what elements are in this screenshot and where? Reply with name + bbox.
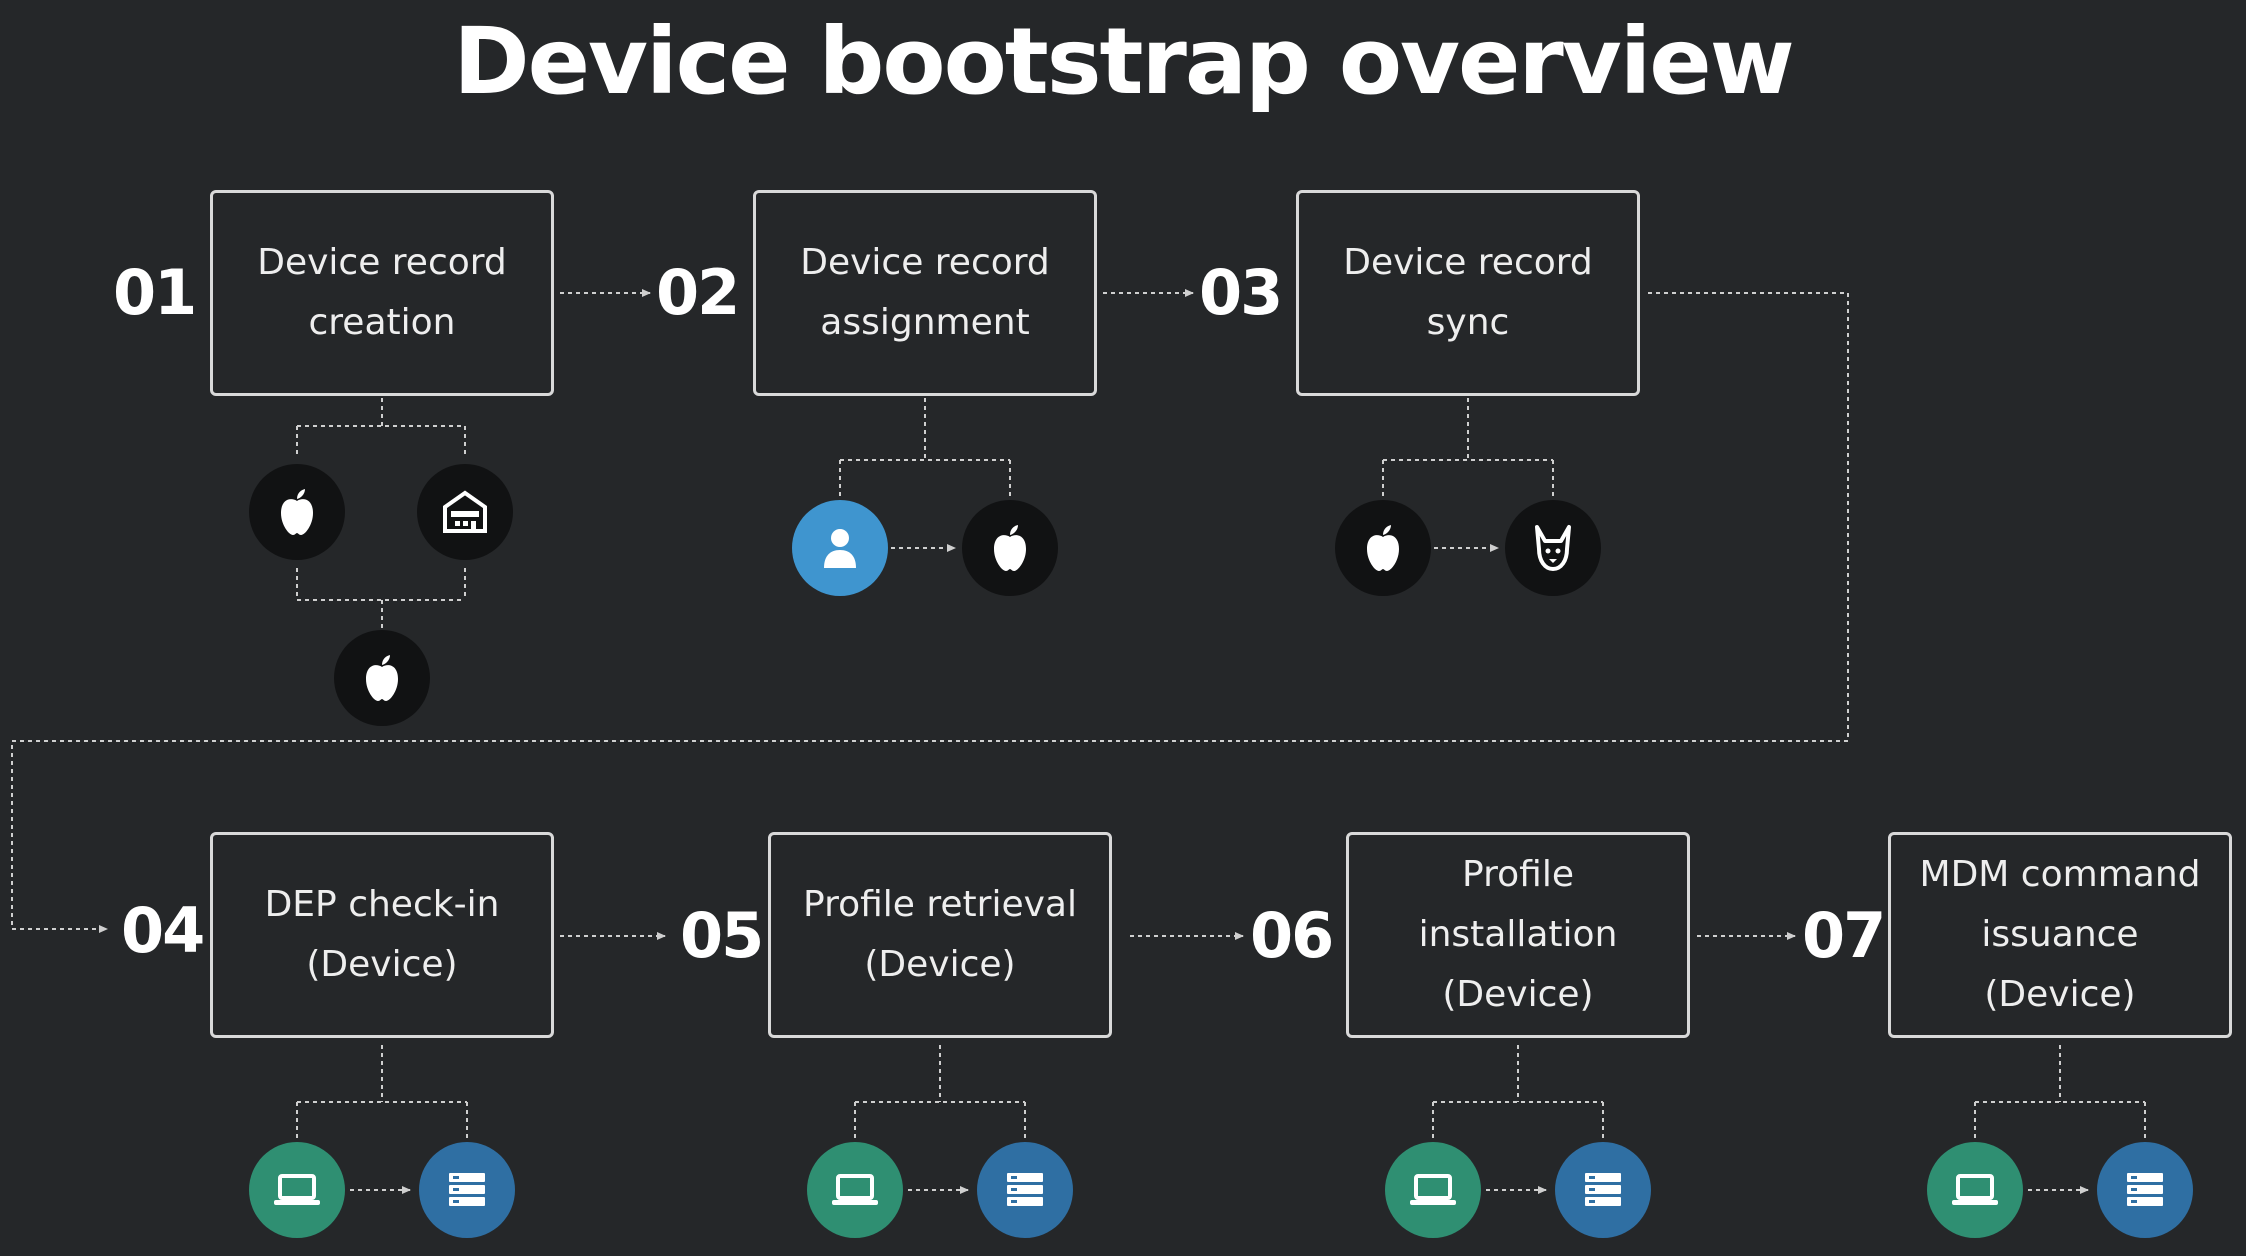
step-01-number: 01 — [113, 256, 197, 329]
step-03-box: Device record sync — [1296, 190, 1640, 396]
server-icon — [2097, 1142, 2193, 1238]
step-05-label: Profile retrieval (Device) — [803, 884, 1077, 985]
server-icon — [419, 1142, 515, 1238]
step-07-number: 07 — [1802, 899, 1886, 972]
apple-logo-icon — [249, 464, 345, 560]
step-04-label: DEP check-in (Device) — [264, 884, 500, 985]
user-icon — [792, 500, 888, 596]
server-icon — [1555, 1142, 1651, 1238]
step-03-label: Device record sync — [1343, 242, 1593, 343]
mdm-mascot-icon — [1505, 500, 1601, 596]
apple-logo-icon — [1335, 500, 1431, 596]
step-05-box: Profile retrieval (Device) — [768, 832, 1112, 1038]
step-07-box: MDM command issuance (Device) — [1888, 832, 2232, 1038]
page-title: Device bootstrap overview — [453, 8, 1794, 115]
step-04-box: DEP check-in (Device) — [210, 832, 554, 1038]
step-01-box: Device record creation — [210, 190, 554, 396]
step-06-number: 06 — [1250, 899, 1334, 972]
step-01-label: Device record creation — [257, 242, 507, 343]
step-02-box: Device record assignment — [753, 190, 1097, 396]
step-05-number: 05 — [680, 899, 764, 972]
step-02-label: Device record assignment — [800, 242, 1050, 343]
step-06-label: Profile installation (Device) — [1418, 854, 1618, 1015]
apple-logo-icon — [962, 500, 1058, 596]
step-07-label: MDM command issuance (Device) — [1919, 854, 2201, 1015]
server-icon — [977, 1142, 1073, 1238]
step-06-box: Profile installation (Device) — [1346, 832, 1690, 1038]
laptop-icon — [1927, 1142, 2023, 1238]
step-03-number: 03 — [1199, 256, 1283, 329]
laptop-icon — [1385, 1142, 1481, 1238]
apple-logo-icon — [334, 630, 430, 726]
step-04-number: 04 — [121, 894, 205, 967]
laptop-icon — [807, 1142, 903, 1238]
store-icon — [417, 464, 513, 560]
step-02-number: 02 — [656, 256, 740, 329]
laptop-icon — [249, 1142, 345, 1238]
